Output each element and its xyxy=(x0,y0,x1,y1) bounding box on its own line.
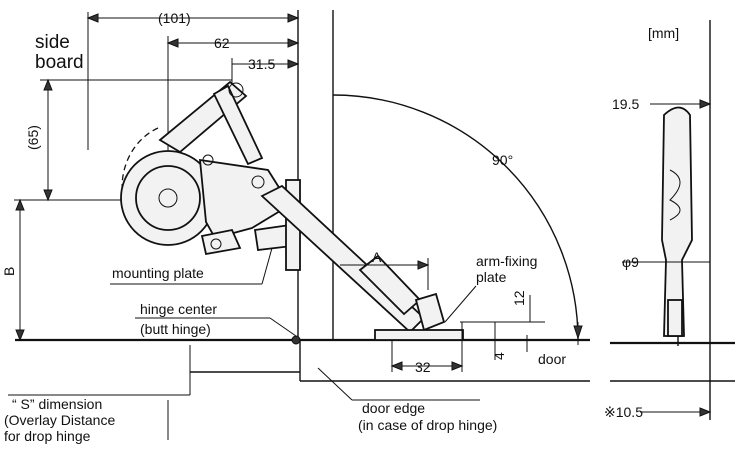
overlay-distance-label: (Overlay Distance xyxy=(4,412,115,428)
dim-text-65: (65) xyxy=(25,125,41,150)
arm-fixing-base xyxy=(374,329,464,341)
arrow-32-right xyxy=(451,361,464,371)
arrow-B-top xyxy=(15,198,25,211)
for-drop-hinge-label: for drop hinge xyxy=(4,428,91,444)
arrow-10-5-right xyxy=(699,407,712,417)
s-dimension-label: “ S” dimension xyxy=(12,396,102,412)
arrow-65-bottom xyxy=(43,189,53,202)
mounting-plate-leader xyxy=(261,247,273,285)
dim-text-32: 32 xyxy=(415,359,431,375)
door-edge-label: door edge xyxy=(362,400,425,416)
arm-fixing-bracket xyxy=(414,292,446,332)
arrow-A-right xyxy=(417,260,430,270)
damper-wheel-hub xyxy=(158,188,178,208)
dim-text-angle: 90° xyxy=(492,152,513,168)
side-view-hinge-body xyxy=(661,106,693,337)
dim-text-62: 62 xyxy=(214,35,230,51)
dim-text-phi9: φ9 xyxy=(622,254,639,270)
mounting-plate-label: mounting plate xyxy=(112,265,204,281)
arrow-101-right xyxy=(287,13,300,23)
side-label-line-2: board xyxy=(35,52,84,73)
door-edge-leader xyxy=(317,367,353,401)
side-label-line-1: side xyxy=(35,32,70,53)
damper-wheel-rim xyxy=(135,165,201,231)
door-edge-note-label: (in case of drop hinge) xyxy=(358,417,497,433)
arrow-19-5-right xyxy=(699,99,712,109)
dim-text-12: 12 xyxy=(511,290,527,306)
butt-hinge-label: (butt hinge) xyxy=(140,321,211,337)
arm-fixing-label-line-1: arm-fixing xyxy=(476,253,537,269)
pivot-arm xyxy=(251,175,265,189)
dim-text-10-5: ※10.5 xyxy=(604,404,643,420)
dim-text-31-5: 31.5 xyxy=(248,56,275,72)
dim-text-4: 4 xyxy=(491,352,507,360)
pivot-top xyxy=(228,82,244,98)
arrow-B-bottom xyxy=(15,329,25,342)
hinge-center-marker xyxy=(291,335,301,345)
pivot-mid xyxy=(202,154,214,166)
arm-fixing-leader xyxy=(444,285,477,323)
hinge-center-leader xyxy=(269,317,297,337)
hinge-center-label: hinge center xyxy=(140,301,217,317)
door-label: door xyxy=(538,351,566,367)
arrow-65-top xyxy=(43,78,53,91)
side-view-arm-plate xyxy=(667,299,683,337)
units-label: [mm] xyxy=(648,25,679,41)
arc-arrowhead xyxy=(573,325,583,340)
swing-arc-90 xyxy=(332,94,579,341)
dim-text-101: (101) xyxy=(158,10,191,26)
arrow-32-left xyxy=(390,361,403,371)
arrow-62-right xyxy=(287,38,300,48)
hinge-housing xyxy=(198,158,292,240)
dim-text-A: A xyxy=(372,249,382,265)
arrow-101-left xyxy=(86,13,99,23)
arrow-62-left xyxy=(166,38,179,48)
arm-fixing-label-line-2: plate xyxy=(476,269,507,285)
dim-text-19-5: 19.5 xyxy=(612,96,639,112)
dim-text-B: B xyxy=(1,267,17,276)
upper-arm-2 xyxy=(212,84,264,166)
side-view-damper-detail xyxy=(669,169,681,221)
mounting-screw xyxy=(210,238,222,250)
arrow-31-5-right xyxy=(287,59,300,69)
